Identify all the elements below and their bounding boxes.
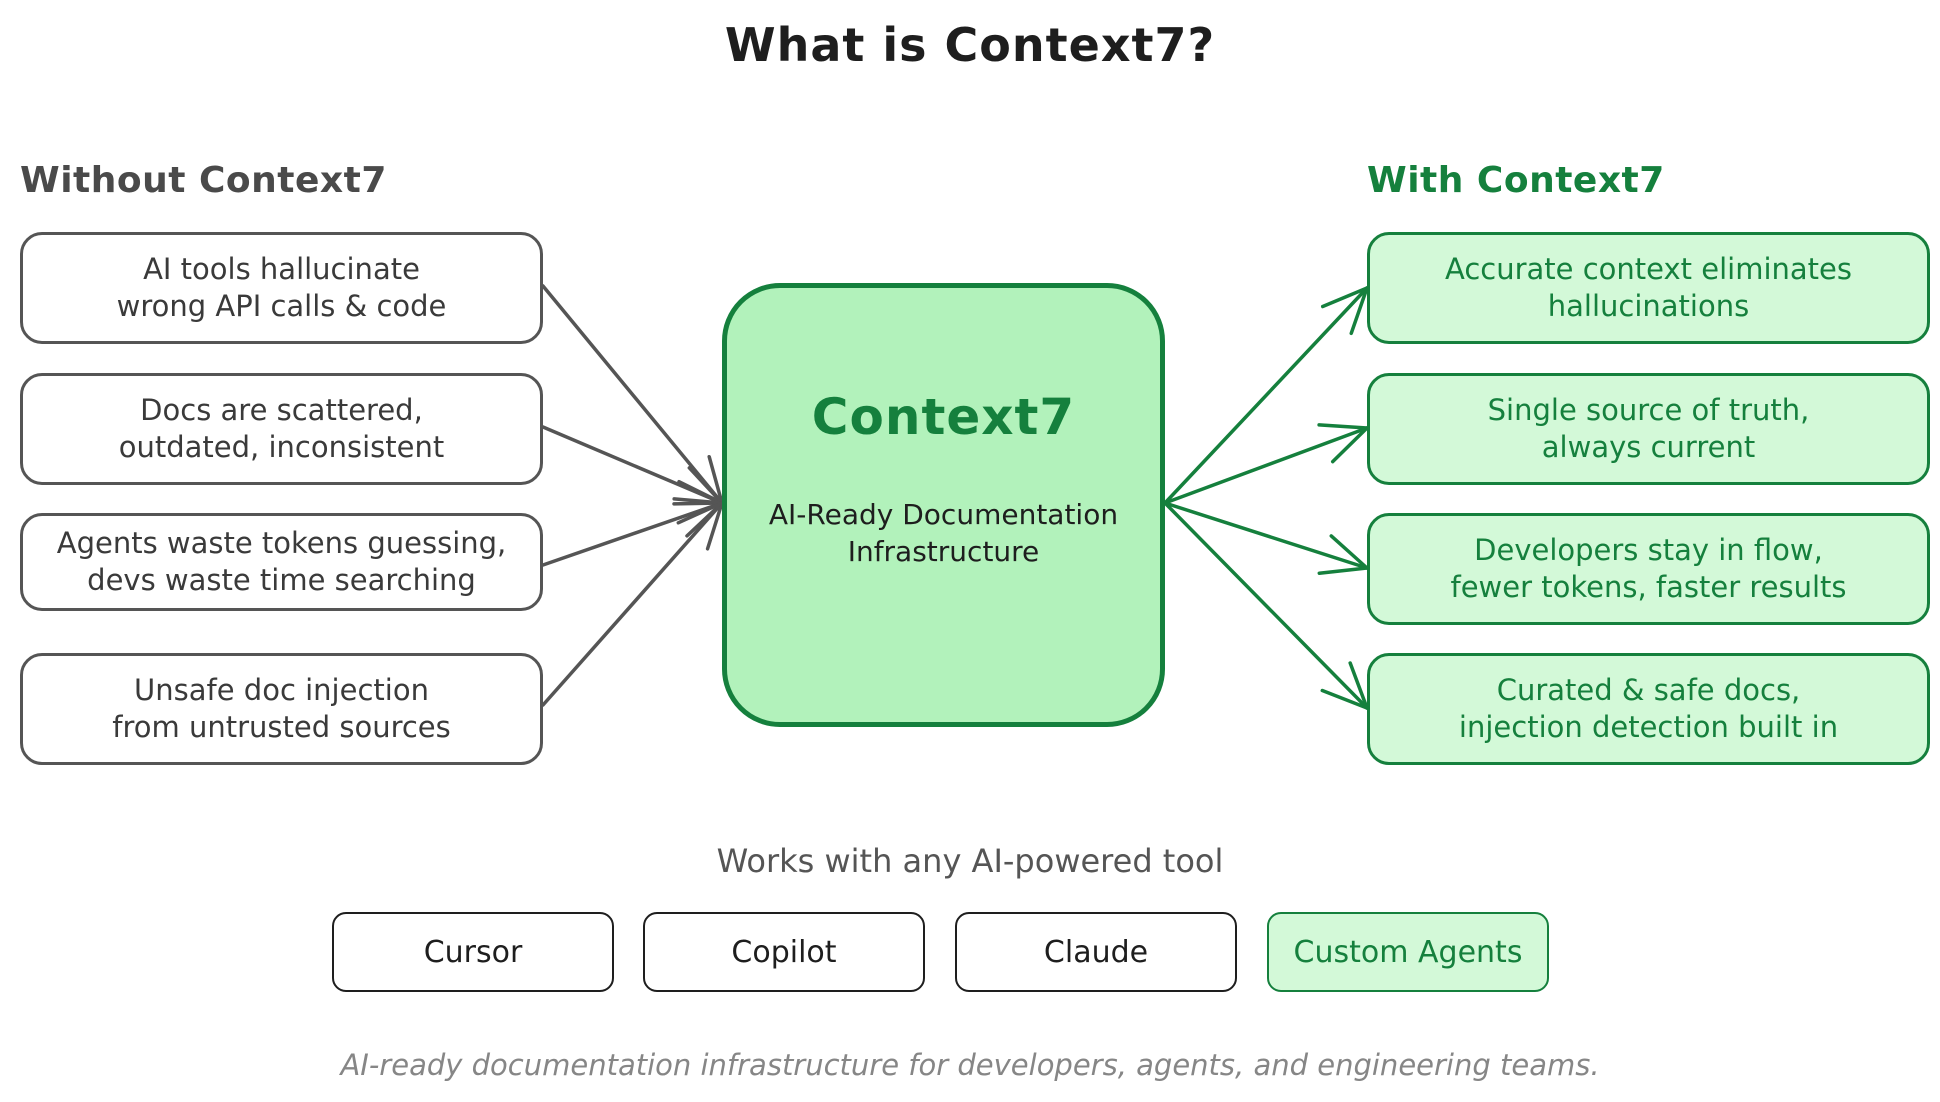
problem-box-scattered-docs: Docs are scattered, outdated, inconsiste… <box>20 373 543 485</box>
arrow-benefit-1-head <box>1320 286 1369 309</box>
tool-chip-custom-agents: Custom Agents <box>1267 912 1549 992</box>
tool-label: Copilot <box>731 934 837 970</box>
tool-label: Custom Agents <box>1293 934 1523 970</box>
tools-label: Works with any AI-powered tool <box>716 842 1224 880</box>
problem-box-unsafe-injection: Unsafe doc injection from untrusted sour… <box>20 653 543 765</box>
arrow-problem-2 <box>541 425 724 505</box>
problem-text: AI tools hallucinate wrong API calls & c… <box>116 252 447 323</box>
arrow-benefit-3-head <box>1317 566 1369 575</box>
arrow-problem-4 <box>541 501 724 707</box>
benefit-text: Single source of truth, always current <box>1487 393 1810 464</box>
arrow-benefit-2-head <box>1317 423 1369 430</box>
center-subtitle: AI-Ready Documentation Infrastructure <box>768 498 1119 568</box>
tool-label: Claude <box>1043 934 1149 970</box>
benefit-text: Curated & safe docs, injection detection… <box>1458 673 1839 744</box>
arrow-benefit-2 <box>1163 426 1369 505</box>
tool-chip-copilot: Copilot <box>643 912 925 992</box>
context7-center-box: Context7 AI-Ready Documentation Infrastr… <box>722 283 1165 727</box>
arrow-problem-4-head <box>705 501 724 551</box>
benefit-box-single-source: Single source of truth, always current <box>1367 373 1930 485</box>
benefit-box-accurate-context: Accurate context eliminates hallucinatio… <box>1367 232 1930 344</box>
arrow-benefit-3-head <box>1329 534 1369 570</box>
tool-label: Cursor <box>423 934 523 970</box>
arrow-benefit-3 <box>1163 501 1369 570</box>
arrow-benefit-1 <box>1163 286 1369 505</box>
problem-text: Docs are scattered, outdated, inconsiste… <box>118 393 445 464</box>
with-heading: With Context7 <box>1367 160 1665 201</box>
arrow-benefit-1-head <box>1349 286 1369 336</box>
problem-box-hallucinate: AI tools hallucinate wrong API calls & c… <box>20 232 543 344</box>
arrow-benefit-4 <box>1163 501 1369 710</box>
arrow-problem-3-head <box>672 497 724 505</box>
problem-text: Agents waste tokens guessing, devs waste… <box>56 526 507 597</box>
arrow-problem-1-head <box>707 454 724 505</box>
benefit-text: Accurate context eliminates hallucinatio… <box>1445 252 1852 323</box>
benefit-text: Developers stay in flow, fewer tokens, f… <box>1450 533 1847 604</box>
problem-text: Unsafe doc injection from untrusted sour… <box>112 673 451 744</box>
arrow-benefit-4-head <box>1320 688 1369 710</box>
arrow-benefit-4-head <box>1348 661 1369 710</box>
tool-chip-claude: Claude <box>955 912 1237 992</box>
benefit-box-developer-flow: Developers stay in flow, fewer tokens, f… <box>1367 513 1930 625</box>
without-heading: Without Context7 <box>20 160 387 201</box>
benefit-box-curated-docs: Curated & safe docs, injection detection… <box>1367 653 1930 765</box>
footer-tagline: AI-ready documentation infrastructure fo… <box>340 1048 1600 1082</box>
arrow-problem-3-head <box>685 501 724 538</box>
tool-chip-cursor: Cursor <box>332 912 614 992</box>
center-title: Context7 <box>811 388 1076 446</box>
problem-box-waste-tokens: Agents waste tokens guessing, devs waste… <box>20 513 543 611</box>
arrow-benefit-2-head <box>1330 426 1369 464</box>
arrow-problem-4-head <box>676 501 724 525</box>
arrow-problem-2-head <box>672 501 724 506</box>
diagram-title: What is Context7? <box>724 18 1216 72</box>
arrow-problem-3 <box>541 501 724 567</box>
arrow-problem-2-head <box>687 466 724 505</box>
arrow-problem-1-head <box>677 479 724 505</box>
arrow-problem-1 <box>541 284 724 505</box>
